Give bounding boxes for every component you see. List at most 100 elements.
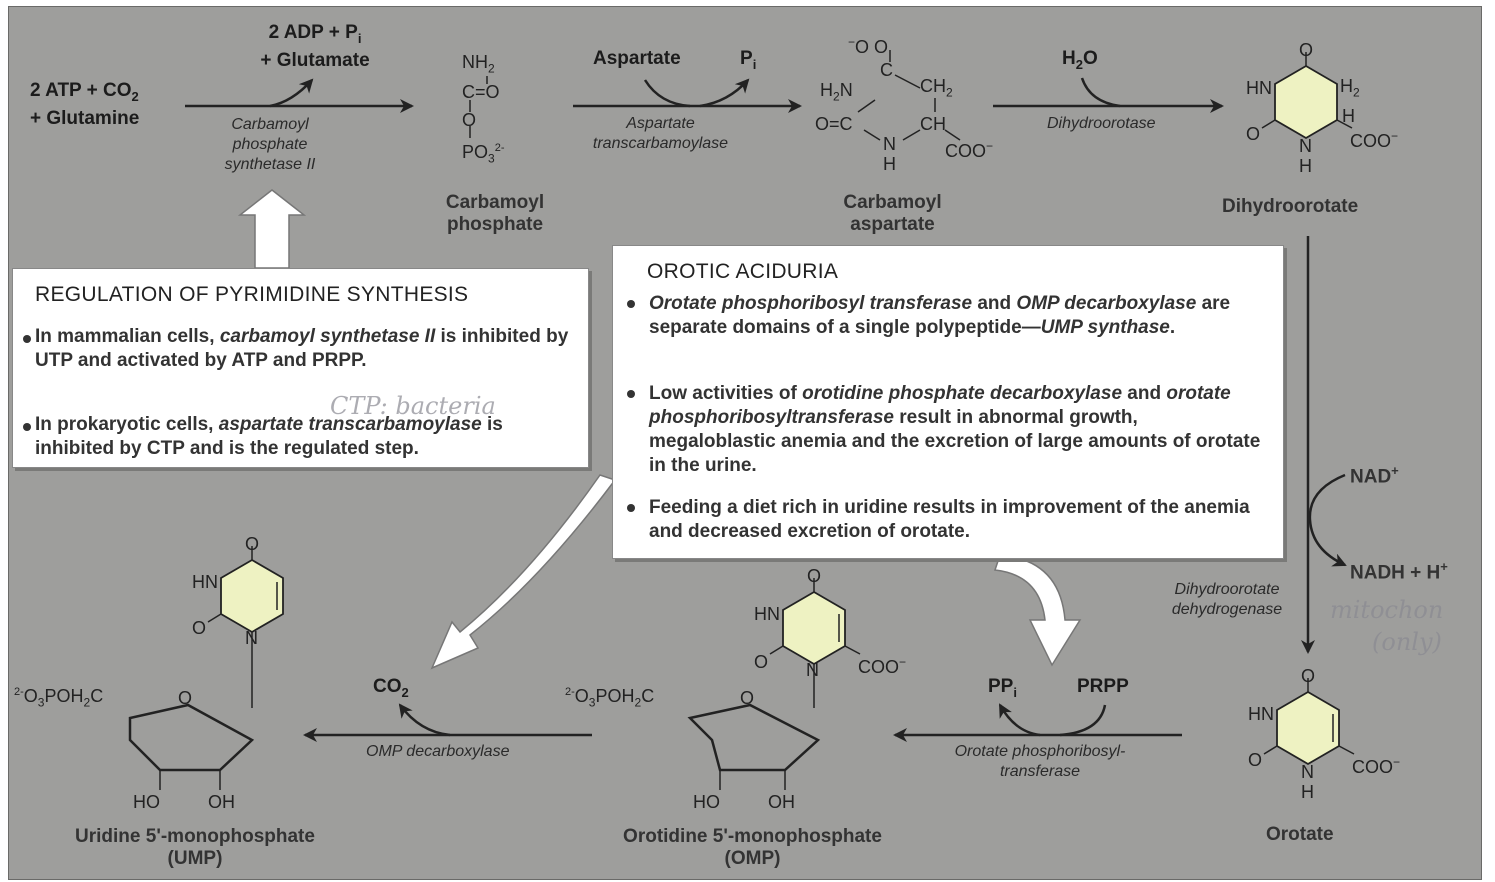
- arrow-co2-out: [398, 703, 451, 737]
- cp-co: C=O: [462, 82, 500, 102]
- omp-ring: [782, 590, 846, 666]
- cps2-products: 2 ADP + Pi + Glutamate: [260, 22, 370, 71]
- label-carbamoyl-phosphate: Carbamoyl phosphate: [445, 192, 545, 235]
- reagent-co2: CO2: [373, 676, 409, 700]
- oro-n: N: [1301, 762, 1314, 782]
- cp-o: O: [462, 110, 477, 130]
- oro-o-top: O: [1301, 666, 1316, 686]
- omp-o-top: O: [807, 566, 822, 586]
- reagent-nadh: NADH + H+: [1350, 559, 1448, 584]
- reagent-ppi: PPi: [988, 676, 1017, 700]
- dho-hn: HN: [1246, 78, 1272, 98]
- cp-po3: PO32-: [462, 142, 505, 166]
- ca-h: H: [883, 154, 896, 174]
- dho-h2: H2: [1340, 76, 1360, 100]
- label-carbamoyl-aspartate: Carbamoyl aspartate: [843, 192, 942, 235]
- bullet-dot: [627, 504, 635, 512]
- ump-phosphate: 2-O3POH2C: [14, 686, 104, 710]
- omp-ribose-o: O: [740, 688, 755, 708]
- orotic-title: OROTIC ACIDURIA: [647, 260, 839, 283]
- handwritten-mito-note: mitochon: [1330, 596, 1444, 624]
- dho-h: H: [1342, 106, 1355, 126]
- callout-arrow-regulation: [237, 189, 307, 269]
- ca-oc: O=C: [815, 114, 853, 134]
- bullet-dot: [627, 390, 635, 398]
- reagent-aspartate: Aspartate: [593, 48, 681, 69]
- bullet-dot: [23, 335, 31, 343]
- orotate-ring: [1276, 690, 1340, 766]
- dho-o-left: O: [1246, 124, 1261, 144]
- handwritten-only-note: (only): [1372, 628, 1442, 656]
- omp-n: N: [806, 660, 819, 680]
- enzyme-oprt: Orotate phosphoribosyl- transferase: [954, 743, 1126, 780]
- ca-coo: COO−: [945, 139, 994, 161]
- arrow-cps2-branch: [269, 78, 314, 108]
- bullet-dot: [23, 423, 31, 431]
- ca-ch2: CH2: [920, 76, 953, 100]
- regulation-box: REGULATION OF PYRIMIDINE SYNTHESIS In ma…: [12, 268, 589, 468]
- ump-o-left: O: [192, 618, 207, 638]
- orotic-bullet-2: Low activities of orotidine phosphate de…: [649, 383, 1261, 476]
- bullet-dot: [627, 300, 635, 308]
- dihydroorotate-ring: [1274, 64, 1338, 140]
- oro-nh: H: [1301, 782, 1314, 802]
- arrow-nad: [1308, 473, 1347, 567]
- ca-ch: CH: [920, 114, 946, 134]
- omp-ho: HO: [693, 792, 720, 812]
- reagent-prpp: PRPP: [1077, 676, 1129, 697]
- oro-o-left: O: [1248, 750, 1263, 770]
- ump-n: N: [245, 628, 258, 648]
- arrow-atcase-in: [643, 79, 691, 108]
- regulation-title: REGULATION OF PYRIMIDINE SYNTHESIS: [35, 283, 469, 306]
- omp-phosphate: 2-O3POH2C: [565, 686, 655, 710]
- enzyme-dhodh: Dihydroorotate dehydrogenase: [1171, 581, 1283, 618]
- ump-hn: HN: [192, 572, 218, 592]
- oro-coo: COO−: [1352, 755, 1401, 777]
- dho-n: N: [1299, 136, 1312, 156]
- arrow-prpp-in: [1059, 704, 1107, 737]
- omp-o-left: O: [754, 652, 769, 672]
- label-dihydroorotate: Dihydroorotate: [1222, 196, 1359, 217]
- enzyme-atcase: Aspartate transcarbamoylase: [592, 115, 729, 152]
- ca-carboxyl: −O O: [848, 35, 889, 57]
- enzyme-ompdc: OMP decarboxylase: [366, 743, 510, 760]
- ca-n: N: [883, 134, 896, 154]
- omp-oh: OH: [768, 792, 795, 812]
- orotic-aciduria-box: OROTIC ACIDURIA Orotate phosphoribosyl t…: [612, 245, 1284, 559]
- handwritten-ctp-note: CTP: bacteria: [330, 392, 496, 420]
- ump-ribose-o: O: [178, 688, 193, 708]
- reagent-water: H2O: [1062, 48, 1098, 72]
- cp-nh2: NH2: [462, 52, 495, 76]
- dho-o-top: O: [1299, 40, 1314, 60]
- ca-h2n: H2N: [820, 80, 853, 104]
- ump-ribose: [128, 703, 255, 772]
- ump-oh: OH: [208, 792, 235, 812]
- label-omp: Orotidine 5'-monophosphate (OMP): [623, 826, 882, 869]
- arrow-ppi-out: [998, 703, 1041, 737]
- regulation-bullet-2: In prokaryotic cells, aspartate transcar…: [35, 414, 503, 459]
- arrow-water-in: [1080, 77, 1121, 108]
- orotic-bullet-3: Feeding a diet rich in uridine results i…: [649, 497, 1250, 542]
- ump-ring: [220, 558, 284, 634]
- regulation-bullet-1: In mammalian cells, carbamoyl synthetase…: [35, 326, 569, 371]
- dho-nh: H: [1299, 156, 1312, 176]
- label-ump: Uridine 5'-monophosphate (UMP): [75, 826, 315, 869]
- omp-coo: COO−: [858, 655, 907, 677]
- callout-arrow-oprt: [993, 554, 1082, 667]
- ca-c: C: [880, 60, 893, 80]
- enzyme-cps2: Carbamoyl phosphate synthetase II: [224, 116, 316, 173]
- oro-hn: HN: [1248, 704, 1274, 724]
- dho-coo: COO−: [1350, 129, 1399, 151]
- enzyme-dihydroorotase: Dihydroorotase: [1047, 115, 1156, 132]
- omp-hn: HN: [754, 604, 780, 624]
- cps2-reactants: 2 ATP + CO2 + Glutamine: [30, 80, 140, 129]
- label-orotate: Orotate: [1266, 824, 1334, 845]
- callout-arrow-ompdc: [430, 474, 617, 670]
- reagent-nad: NAD+: [1350, 463, 1399, 488]
- omp-ribose: [687, 703, 821, 772]
- ump-ho: HO: [133, 792, 160, 812]
- arrow-atcase-out: [699, 78, 750, 108]
- reagent-pi: Pi: [740, 48, 757, 72]
- ump-o-top: O: [245, 534, 260, 554]
